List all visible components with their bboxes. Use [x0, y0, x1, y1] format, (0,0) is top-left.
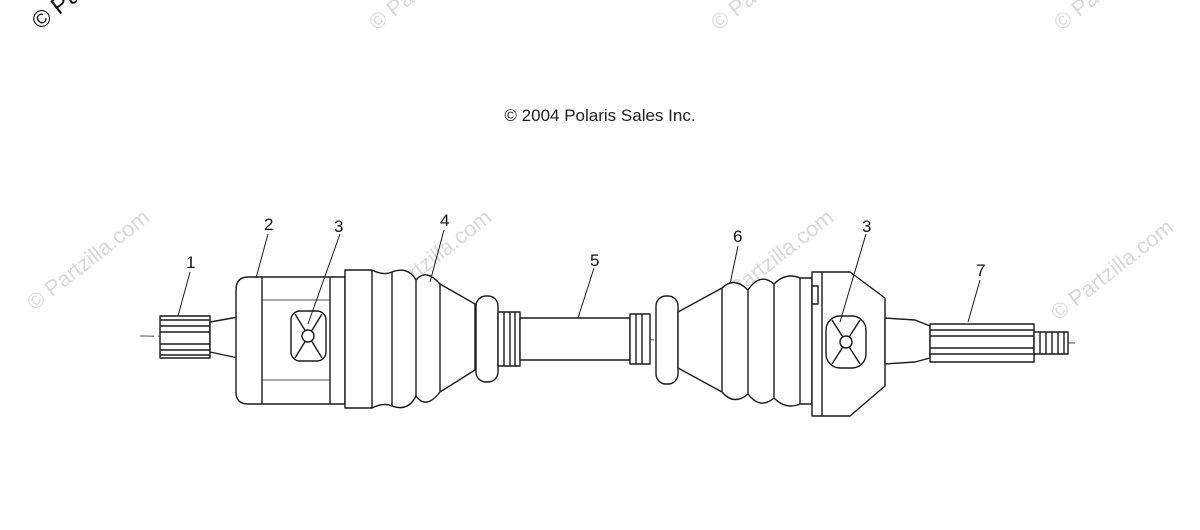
outer-stub-shaft	[884, 317, 1069, 365]
inner-bearing-cage	[290, 310, 327, 362]
callout-7: 7	[976, 261, 985, 280]
callout-3: 3	[334, 217, 343, 236]
outer-boot	[655, 275, 813, 407]
inner-stub-shaft	[159, 315, 239, 359]
callout-3-outer: 3	[862, 217, 871, 236]
callout-2: 2	[264, 215, 273, 234]
axle-shaft	[519, 313, 651, 365]
inner-boot	[344, 269, 521, 409]
callout-6: 6	[733, 227, 742, 246]
leader-lines	[177, 229, 981, 325]
callout-5: 5	[590, 251, 599, 270]
callout-4: 4	[440, 211, 449, 230]
outer-bearing-cage	[825, 315, 867, 369]
copyright-notice: © 2004 Polaris Sales Inc.	[504, 106, 696, 125]
callout-1: 1	[186, 253, 195, 272]
